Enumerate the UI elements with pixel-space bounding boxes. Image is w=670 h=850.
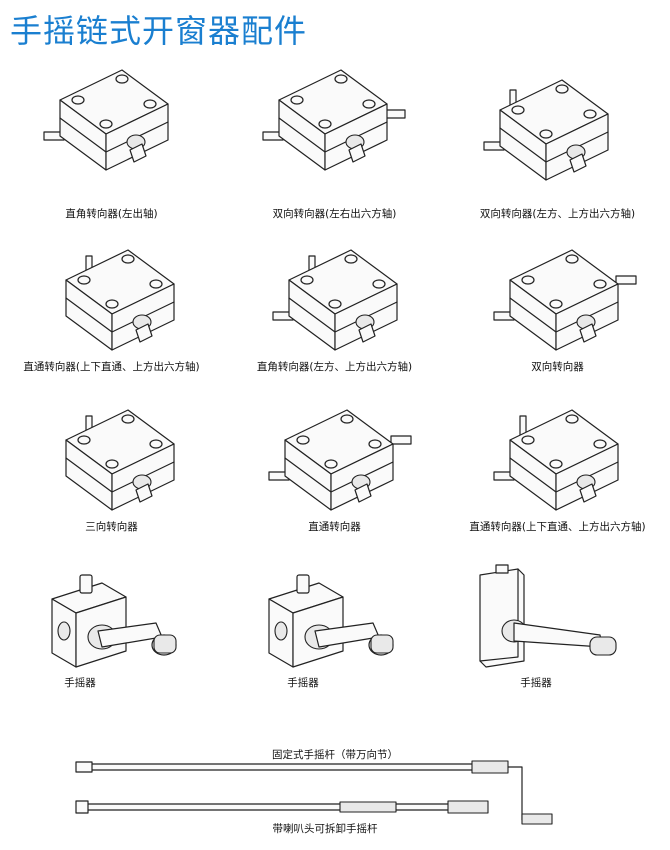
right-angle-gearbox-image	[43, 69, 169, 171]
product-caption: 直角转向器(左方、上方出六方轴)	[256, 361, 413, 373]
fixed-crank-rod-image	[75, 760, 553, 825]
product-caption: 直通转向器(上下直通、上方出六方轴)	[23, 361, 200, 373]
straight-gearbox-image	[493, 409, 619, 511]
product-caption: 直通转向器	[308, 521, 361, 533]
rod-caption-removable: 带喇叭头可拆卸手摇杆	[272, 823, 378, 835]
hand-crank-image	[51, 574, 177, 668]
removable-crank-rod-image	[75, 800, 489, 814]
product-caption: 三向转向器	[85, 521, 138, 533]
product-caption: 直通转向器(上下直通、上方出六方轴)	[469, 521, 646, 533]
product-caption: 手摇器	[287, 677, 319, 689]
rod-caption-fixed: 固定式手摇杆（带万向节）	[272, 749, 398, 761]
right-angle-gearbox-image	[272, 249, 398, 351]
hand-crank-image	[268, 574, 394, 668]
product-caption: 直角转向器(左出轴)	[65, 208, 158, 220]
product-caption: 手摇器	[520, 677, 552, 689]
straight-gearbox-image	[268, 409, 412, 511]
product-caption: 双向转向器(左方、上方出六方轴)	[479, 208, 636, 220]
page-title: 手摇链式开窗器配件	[10, 12, 308, 50]
two-way-gearbox-image	[493, 249, 637, 351]
two-way-gearbox-image	[483, 79, 609, 181]
product-caption: 双向转向器	[531, 361, 584, 373]
two-way-gearbox-image	[262, 69, 406, 171]
product-caption: 双向转向器(左右出六方轴)	[272, 208, 397, 220]
hand-crank-image	[479, 564, 617, 668]
product-caption: 手摇器	[64, 677, 96, 689]
three-way-gearbox-image	[65, 409, 175, 511]
straight-gearbox-image	[65, 249, 175, 351]
